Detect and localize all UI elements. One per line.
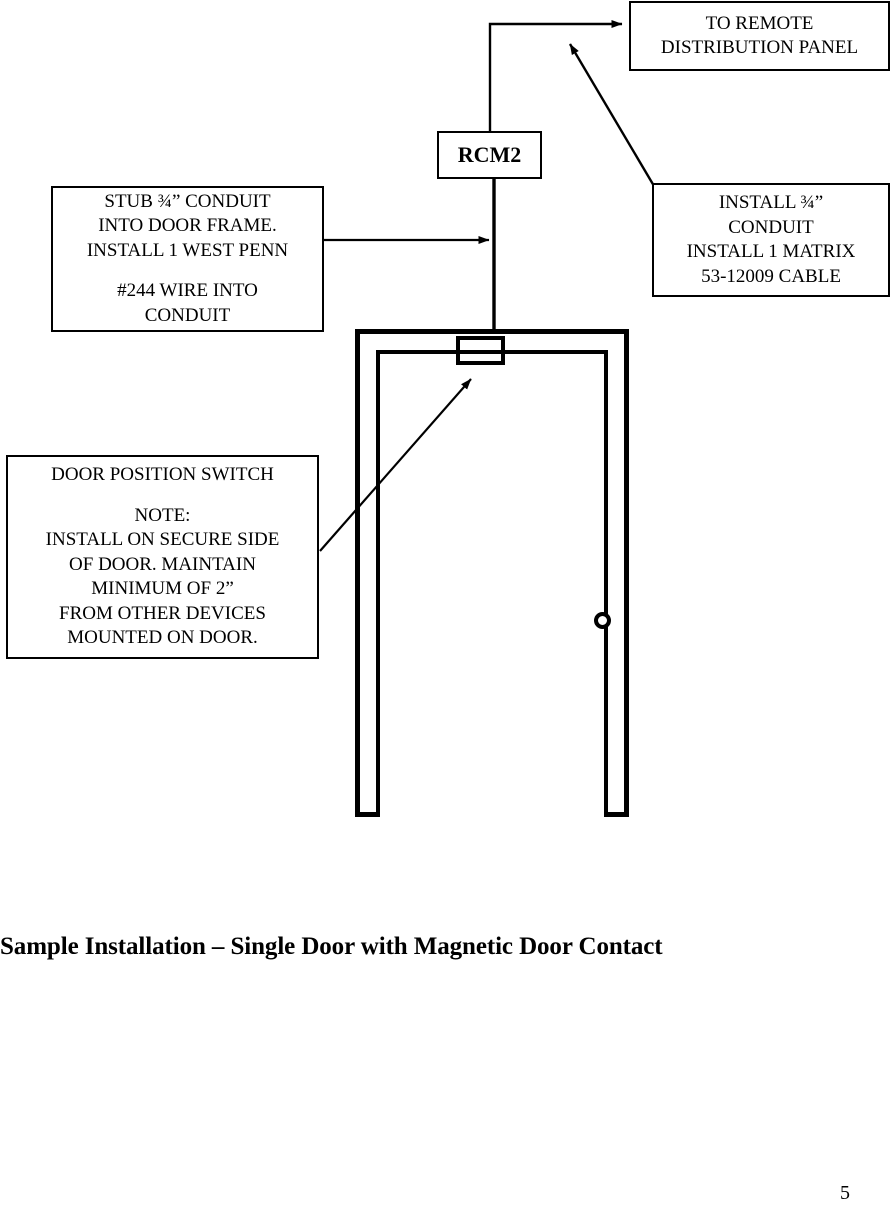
door-assembly [355, 329, 633, 819]
callout-line: MOUNTED ON DOOR. [67, 627, 258, 649]
callout-line: STUB ¾” CONDUIT [104, 190, 271, 212]
callout-line: MINIMUM OF 2” [91, 578, 234, 600]
figure-caption: Sample Installation – Single Door with M… [0, 933, 663, 960]
callout-stub-conduit-into-door-frame[interactable]: STUB ¾” CONDUIT INTO DOOR FRAME. INSTALL… [51, 186, 324, 332]
callout-line: INSTALL 1 WEST PENN [86, 239, 289, 261]
callout-line: INTO DOOR FRAME. [98, 215, 277, 237]
callout-door-position-switch-note[interactable]: DOOR POSITION SWITCH NOTE: INSTALL ON SE… [6, 455, 319, 659]
callout-line: NOTE: [134, 504, 191, 526]
rcm2-module-box[interactable]: RCM2 [437, 131, 542, 179]
callout-line: CONDUIT [728, 216, 814, 238]
callout-line: INSTALL ¾” [718, 192, 824, 213]
callout-line: DISTRIBUTION PANEL [660, 37, 859, 58]
connector-rcm2-to-remote-panel [488, 20, 623, 131]
callout-line: FROM OTHER DEVICES [59, 602, 266, 624]
page-number: 5 [840, 1182, 850, 1204]
door-leaf [376, 350, 611, 817]
callout-line: TO REMOTE [705, 12, 814, 34]
callout-line: DOOR POSITION SWITCH [51, 464, 274, 486]
door-knob-icon [594, 612, 611, 629]
callout-line: CONDUIT [144, 304, 231, 326]
callout-line: INSTALL ON SECURE SIDE [45, 529, 280, 551]
callout-line: OF DOOR. MAINTAIN [69, 553, 256, 575]
callout-install-conduit-matrix-cable[interactable]: INSTALL ¾” CONDUIT INSTALL 1 MATRIX 53-1… [652, 183, 890, 297]
callout-line: 53-12009 CABLE [701, 265, 841, 287]
callout-line: INSTALL 1 MATRIX [686, 241, 856, 262]
magnetic-door-contact [456, 336, 505, 365]
rcm2-label: RCM2 [457, 141, 522, 167]
callout-to-remote-distribution-panel[interactable]: TO REMOTE DISTRIBUTION PANEL [629, 1, 890, 71]
callout-line: #244 WIRE INTO [117, 280, 258, 302]
